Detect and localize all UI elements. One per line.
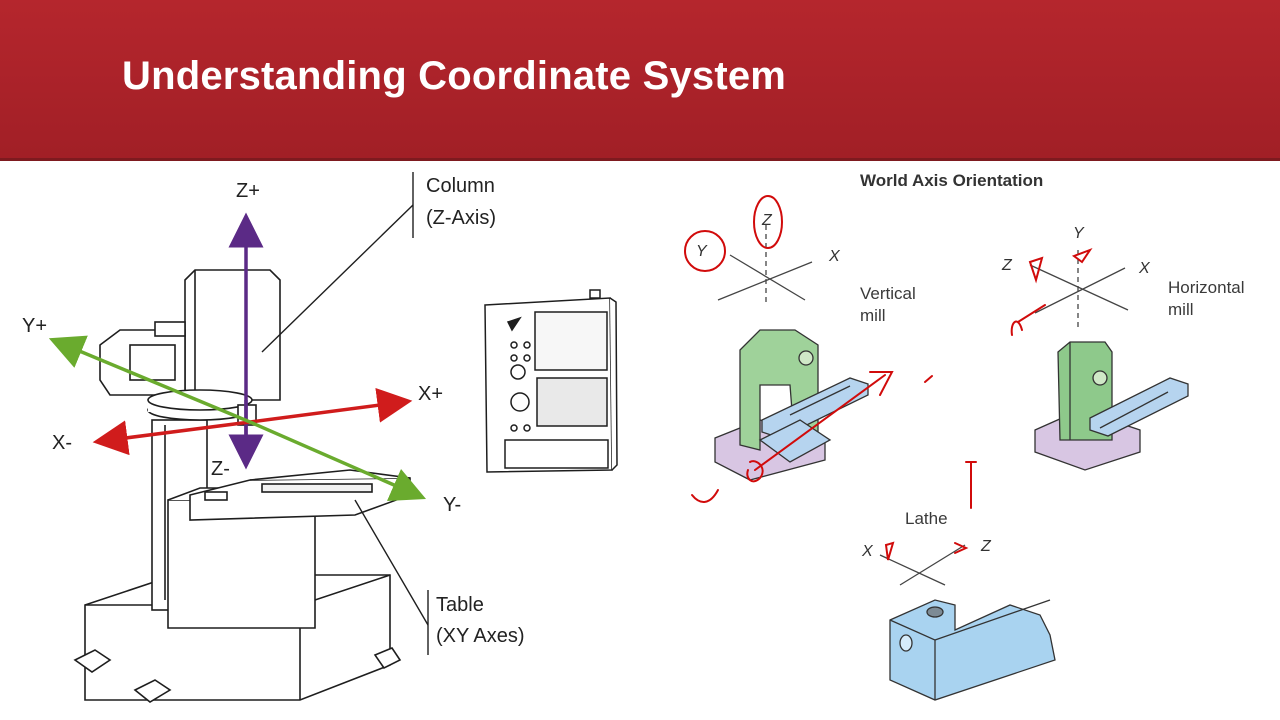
lathe-z-label: Z: [981, 538, 991, 555]
y-plus-label: Y+: [22, 315, 48, 337]
control-panel-drawing: [484, 289, 618, 473]
vertical-mill-label-line1: Vertical: [860, 284, 916, 303]
horizontal-mill-x-label: X: [1139, 260, 1150, 277]
horizontal-mill-y-label: Y: [1073, 225, 1084, 242]
world-axis-heading: World Axis Orientation: [860, 171, 1044, 190]
horizontal-mill-z-label: Z: [1002, 257, 1012, 274]
table-callout-line1: Table: [436, 594, 484, 616]
x-plus-label: X+: [418, 383, 444, 405]
x-axis-arrow: [249, 387, 413, 424]
horizontal-mill-label-line1: Horizontal: [1168, 278, 1245, 297]
header-divider: [0, 158, 1280, 161]
x-minus-label: X-: [52, 432, 72, 454]
annotation-circle-z: [753, 195, 783, 249]
z-plus-label: Z+: [236, 180, 260, 202]
slide-title: Understanding Coordinate System: [122, 54, 787, 98]
lathe-drawing: [889, 599, 1056, 701]
y-minus-label: Y-: [443, 494, 462, 516]
vertical-mill-z-label: Z: [762, 212, 772, 229]
annotation-circle-y: [684, 230, 726, 272]
y-axis-arrow: [48, 335, 251, 424]
mill-machine-drawing: [73, 269, 411, 703]
horizontal-mill-drawing: [1034, 341, 1189, 471]
vertical-mill-x-label: X: [829, 248, 840, 265]
column-callout-line2: (Z-Axis): [426, 207, 496, 229]
horizontal-mill-axes: [1029, 250, 1129, 328]
handwritten-annotations: [684, 195, 1093, 561]
column-callout-line1: Column: [426, 175, 495, 197]
y-axis-arrow-neg: [249, 420, 427, 502]
vertical-mill-label-line2: mill: [860, 306, 886, 325]
lathe-label: Lathe: [905, 509, 948, 528]
vertical-mill-axes: [717, 225, 813, 305]
annotation-arrow-vertical: [754, 371, 894, 471]
vertical-mill-drawing: [714, 329, 869, 481]
table-callout-line2: (XY Axes): [436, 625, 525, 647]
lathe-x-label: X: [862, 543, 873, 560]
slide-header: [0, 0, 1280, 160]
z-minus-label: Z-: [211, 458, 230, 480]
vertical-mill-y-label: Y: [696, 243, 707, 260]
callout-lines: [261, 172, 429, 655]
x-axis-arrow-neg: [92, 420, 251, 456]
horizontal-mill-label-line2: mill: [1168, 300, 1194, 319]
machine-axes: [48, 212, 427, 502]
lathe-axes: [879, 544, 966, 586]
